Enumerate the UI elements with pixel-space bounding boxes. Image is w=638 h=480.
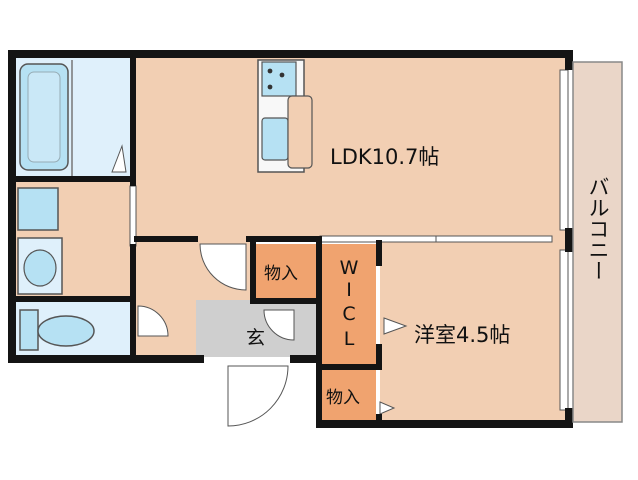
hall-door-swing xyxy=(199,243,247,291)
western-room-label: 洋室4.5帖 xyxy=(414,323,510,347)
walls xyxy=(8,50,573,428)
western-window xyxy=(559,249,569,411)
entrance-label: 玄 xyxy=(246,327,265,349)
washing-machine-drum xyxy=(23,249,57,287)
bathtub-inner xyxy=(27,71,61,163)
stove xyxy=(261,61,297,97)
western-room-floor xyxy=(380,239,565,424)
wicl-letter-w: W xyxy=(340,257,359,279)
burner-3 xyxy=(267,84,273,90)
washbasin xyxy=(17,187,59,231)
toilet-bowl xyxy=(37,315,95,347)
storage-top-label: 物入 xyxy=(264,264,298,284)
storage-bottom-floor xyxy=(322,370,376,424)
bath-door-swing xyxy=(111,144,127,173)
burner-2 xyxy=(279,72,285,78)
entrance-floor xyxy=(196,300,316,357)
entrance-door-swing xyxy=(227,365,289,427)
wicl-letter-i: I xyxy=(346,279,352,301)
kitchen-sink xyxy=(261,117,289,161)
storage-door-swing xyxy=(263,309,295,341)
balcony-label: バルコニー xyxy=(586,176,610,281)
storage-bottom-label: 物入 xyxy=(326,388,360,408)
wicl-letter-c: C xyxy=(342,303,355,325)
wicl-floor xyxy=(322,244,376,366)
refrigerator-space xyxy=(287,95,313,169)
toilet-door-swing xyxy=(137,305,169,337)
toilet-tank xyxy=(19,309,39,351)
wicl-letter-l: L xyxy=(344,328,355,350)
ldk-window xyxy=(559,69,569,231)
storage-bottom-door-marker xyxy=(379,401,396,415)
burner-1 xyxy=(267,68,273,74)
balcony-floor xyxy=(573,62,622,422)
storage-top-floor xyxy=(256,244,316,300)
western-door-marker xyxy=(383,317,408,335)
ldk-floor xyxy=(134,56,565,239)
balcony-rail xyxy=(572,61,623,423)
ldk-label: LDK10.7帖 xyxy=(330,145,439,169)
